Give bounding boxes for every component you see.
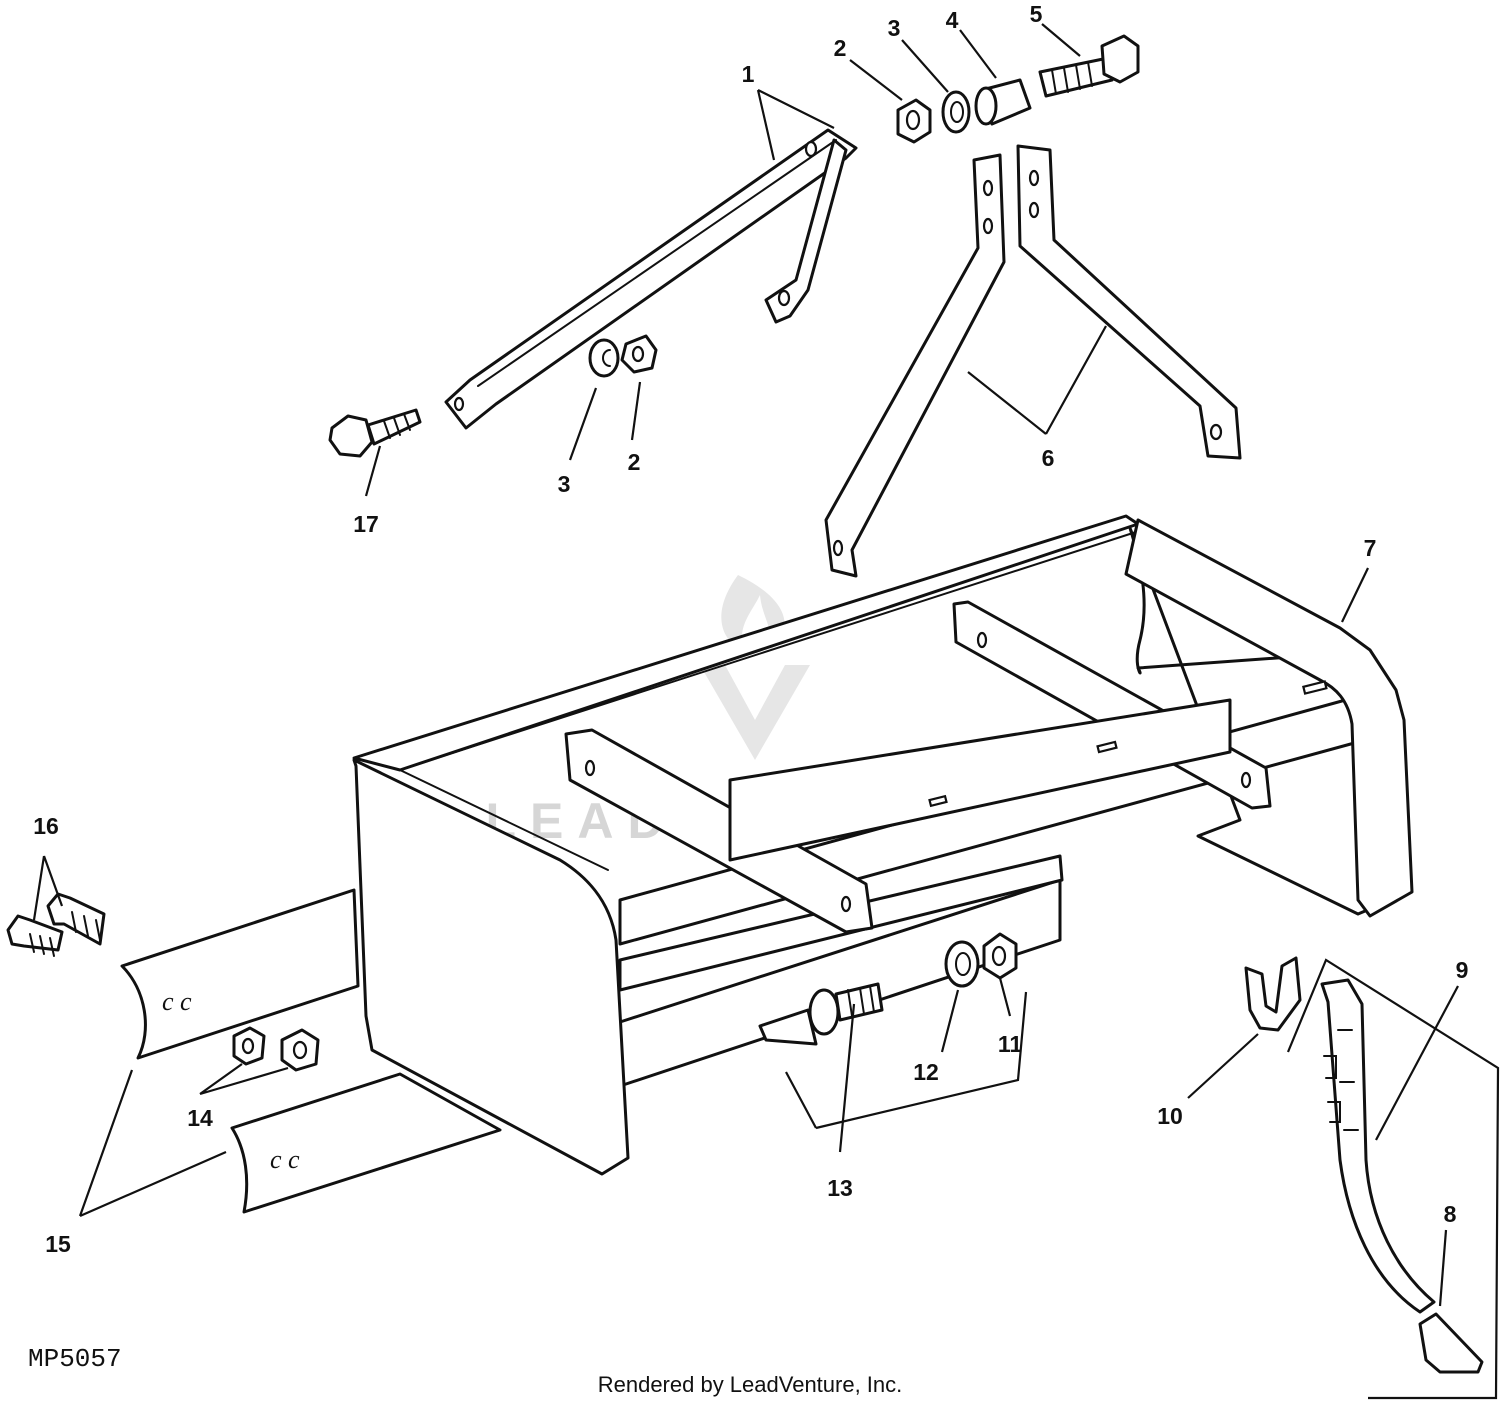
callout-16: 16 [33, 813, 59, 839]
scarifier-point-8 [1418, 1312, 1484, 1374]
hex-nuts-14 [232, 1026, 320, 1072]
lock-washer-12 [944, 940, 980, 988]
callout-6: 6 [1042, 445, 1055, 471]
leader-lines [32, 23, 1459, 1307]
callout-2-top: 2 [834, 35, 847, 61]
carriage-bolts-16 [6, 892, 106, 957]
lower-hitch-pin-13 [758, 982, 884, 1046]
cutting-edge-front: c c [230, 1072, 502, 1214]
callout-17: 17 [353, 511, 379, 537]
hex-nut-11 [982, 932, 1018, 980]
render-credit: Rendered by LeadVenture, Inc. [598, 1372, 903, 1397]
callouts: 1 2 3 4 5 6 7 9 8 10 11 12 13 14 15 16 1… [33, 1, 1468, 1257]
cutting-edge-left: c c [120, 888, 360, 1060]
lock-washer-3-top [941, 90, 971, 134]
a-frame-uprights [824, 144, 1242, 578]
callout-12: 12 [913, 1059, 939, 1085]
scarifier-bracket [1286, 958, 1500, 1400]
figure-id: MP5057 [28, 1344, 122, 1374]
callout-14: 14 [187, 1105, 213, 1131]
hex-nut-2-left [620, 334, 658, 374]
callout-11: 11 [998, 1031, 1023, 1057]
svg-text:c c: c c [162, 987, 192, 1016]
callout-10: 10 [1157, 1103, 1183, 1129]
top-link-brace [444, 128, 858, 430]
callout-4: 4 [946, 7, 959, 33]
svg-text:c c: c c [270, 1145, 300, 1174]
lock-washer-3-left [588, 338, 620, 378]
callout-2-left: 2 [628, 449, 641, 475]
callout-15: 15 [45, 1231, 71, 1257]
callout-3-left: 3 [558, 471, 571, 497]
box-blade-frame [352, 514, 1414, 1176]
scarifier-shank-9 [1320, 978, 1436, 1314]
callout-5: 5 [1030, 1, 1043, 27]
shank-clip-10 [1244, 956, 1302, 1032]
callout-7: 7 [1364, 535, 1377, 561]
callout-9: 9 [1456, 957, 1469, 983]
hex-nut-2-top [896, 98, 932, 144]
callout-13: 13 [827, 1175, 853, 1201]
cap-screw-17 [328, 408, 422, 458]
callout-8: 8 [1444, 1201, 1457, 1227]
spacer-bushing-4 [974, 78, 1032, 126]
cap-screw-5 [1038, 34, 1140, 98]
callout-1: 1 [742, 61, 755, 87]
callout-3-top: 3 [888, 15, 901, 41]
